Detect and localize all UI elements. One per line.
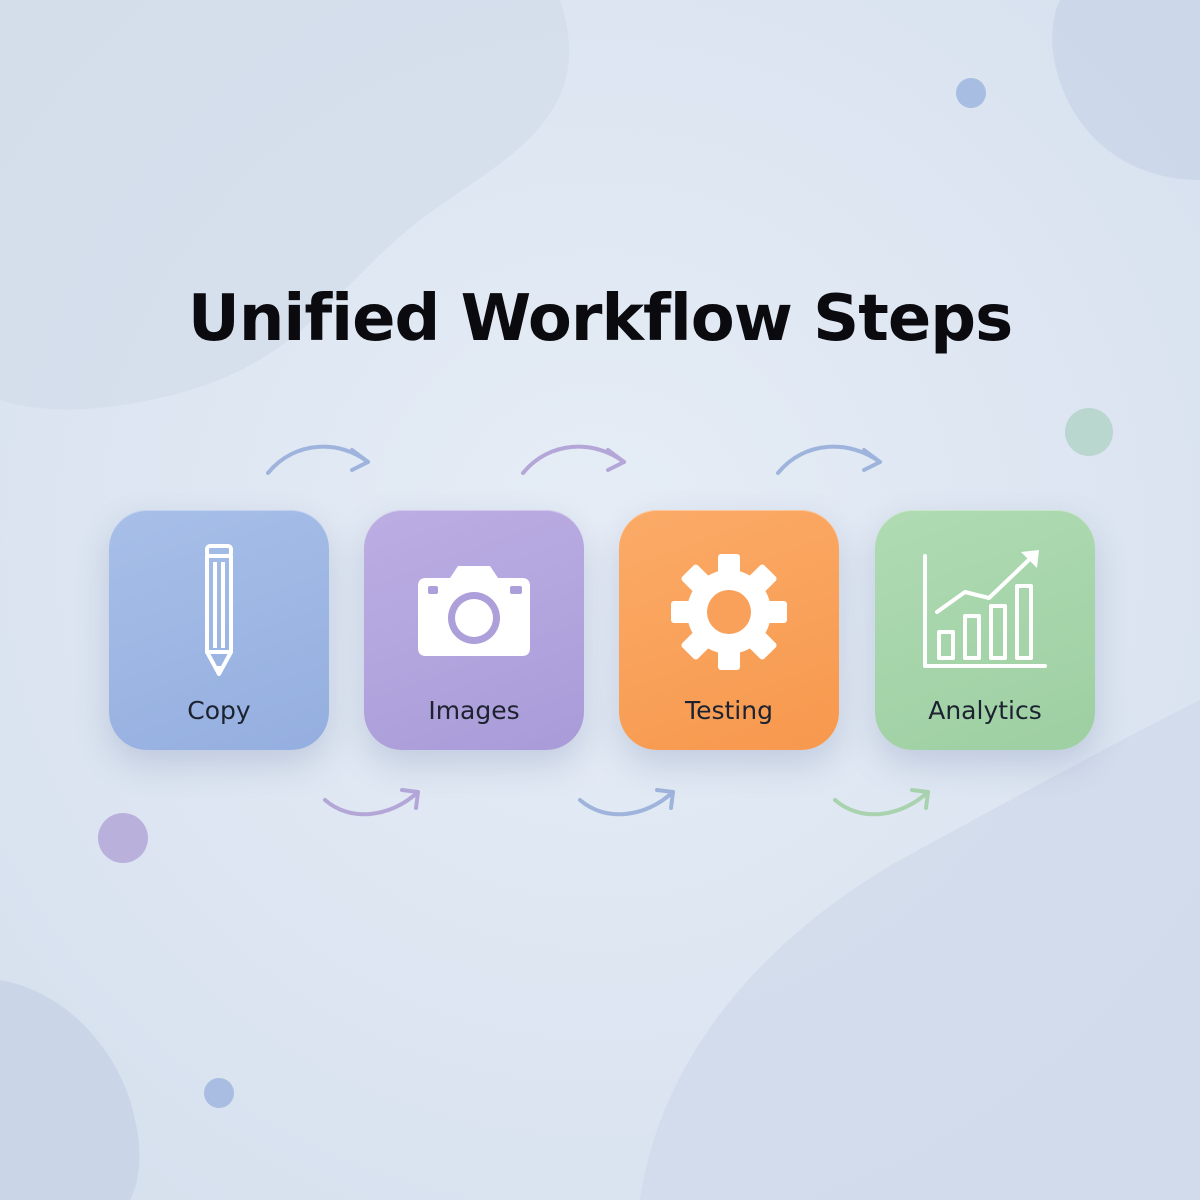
- page-title: Unified Workflow Steps: [187, 282, 1013, 356]
- pencil-icon: [205, 544, 233, 676]
- dot-top-right: [956, 78, 986, 108]
- bar-chart-growth-icon: [923, 550, 1047, 668]
- step-card-copy[interactable]: Copy: [109, 510, 329, 750]
- gear-icon: [671, 554, 787, 670]
- step-label-copy: Copy: [187, 696, 251, 725]
- arrow-bottom-1: [323, 788, 420, 817]
- dot-left-purple: [98, 813, 148, 863]
- camera-icon: [418, 566, 530, 656]
- arrow-top-1: [266, 444, 370, 475]
- arrow-top-2: [521, 444, 626, 475]
- step-label-images: Images: [428, 696, 520, 725]
- dot-bottom-left: [204, 1078, 234, 1108]
- dot-right-green: [1065, 408, 1113, 456]
- step-card-testing[interactable]: Testing: [619, 510, 839, 750]
- arrow-bottom-3: [833, 788, 930, 817]
- step-card-images[interactable]: Images: [364, 510, 584, 750]
- step-card-analytics[interactable]: Analytics: [875, 510, 1095, 750]
- step-label-analytics: Analytics: [928, 696, 1042, 725]
- arrow-bottom-2: [578, 788, 675, 817]
- step-label-testing: Testing: [685, 696, 773, 725]
- blob-top-left: [0, 0, 570, 410]
- blob-bottom-right: [640, 700, 1200, 1200]
- arrow-top-3: [776, 444, 882, 475]
- blob-bottom-left: [0, 980, 140, 1200]
- blob-top-right: [1052, 0, 1200, 180]
